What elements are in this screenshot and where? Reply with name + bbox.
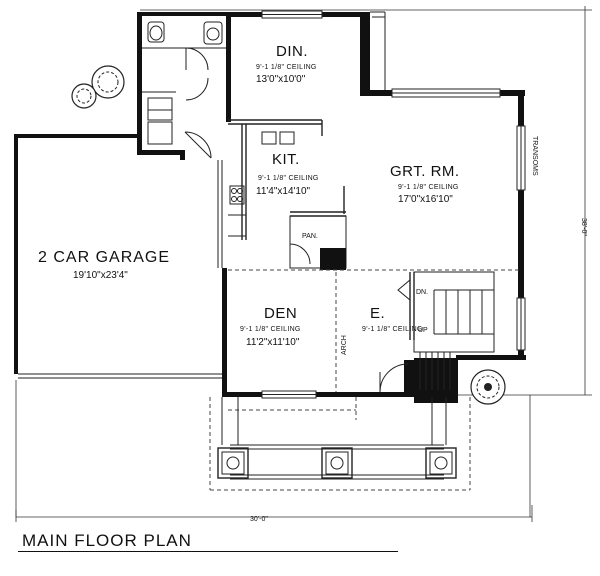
front-porch: [209, 397, 471, 491]
room-size-kitchen: 11'4"x14'10": [256, 186, 311, 197]
room-ceiling-entry: 9'-1 1/8" CEILING: [362, 326, 423, 333]
room-ceiling-dining: 9'-1 1/8" CEILING: [256, 64, 317, 71]
interior-walls: [228, 119, 520, 420]
caption-underline: [18, 551, 398, 552]
windows: [261, 10, 526, 399]
room-size-garage: 19'10"x23'4": [73, 270, 128, 281]
room-name-dining: DIN.: [276, 43, 308, 60]
arch-label: ARCH: [341, 335, 348, 355]
room-name-garage: 2 CAR GARAGE: [38, 249, 170, 266]
room-ceiling-kitchen: 9'-1 1/8" CEILING: [258, 175, 319, 182]
transoms-label: TRANSOMS: [531, 136, 538, 176]
shrub-icon-left: [71, 65, 125, 109]
pantry-label: PAN.: [302, 233, 318, 240]
porch-column-right: [425, 447, 457, 479]
room-size-great-room: 17'0"x16'10": [398, 194, 453, 205]
service-wing: [137, 12, 233, 159]
shrub-icon-right: [470, 369, 506, 405]
room-size-den: 11'2"x11'10": [246, 337, 300, 348]
porch-column-left: [217, 447, 249, 479]
room-name-entry: E.: [370, 305, 385, 322]
stair-down-label: DN.: [416, 289, 428, 296]
room-name-den: DEN: [264, 305, 297, 322]
plan-caption: MAIN FLOOR PLAN: [22, 531, 192, 550]
dimension-width: 30'-0": [250, 516, 268, 523]
room-ceiling-den: 9'-1 1/8" CEILING: [240, 326, 301, 333]
dimension-depth: 38'-0": [580, 218, 587, 236]
stair-up-label: UP: [418, 327, 428, 334]
room-name-great-room: GRT. RM.: [390, 163, 460, 180]
room-ceiling-great-room: 9'-1 1/8" CEILING: [398, 184, 459, 191]
room-name-kitchen: KIT.: [272, 151, 300, 168]
room-size-dining: 13'0"x10'0": [256, 74, 306, 85]
porch-column-middle: [321, 447, 353, 479]
